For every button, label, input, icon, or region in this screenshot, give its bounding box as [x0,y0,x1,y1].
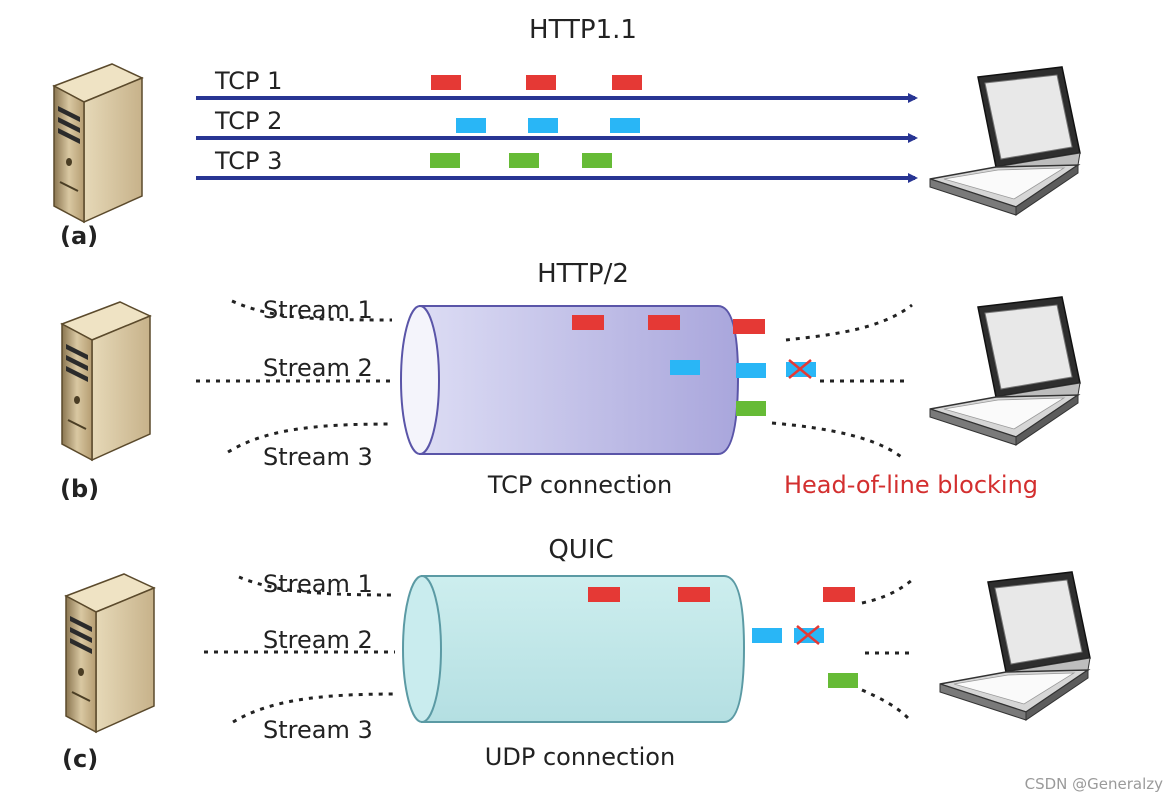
panel-b: HTTP/2 Stream 1 Stream 2 Stream 3 [60,259,1081,503]
udp-stream-packets [588,587,858,688]
stream-paths-left [204,575,396,724]
packet-red [823,587,855,602]
packet-blue [736,363,766,378]
stream-1-label: Stream 1 [263,296,373,324]
packet-blue [456,118,486,133]
packet-blue [528,118,558,133]
panel-c: QUIC Stream 1 Stream 2 Stream 3 [62,535,1091,773]
tcp-1-label: TCP 1 [214,67,282,95]
tcp-packets [430,75,642,168]
packet-red [733,319,765,334]
server-icon [65,573,155,733]
panel-b-title: HTTP/2 [537,259,629,289]
head-of-line-blocking-label: Head-of-line blocking [784,471,1038,499]
tcp-stream-packets [572,315,816,416]
packet-blue [752,628,782,643]
laptop-icon [939,571,1091,721]
tcp-3-label: TCP 3 [214,147,282,175]
stream-2-label: Stream 2 [263,626,373,654]
packet-green [509,153,539,168]
server-icon [53,63,143,223]
packet-blue [670,360,700,375]
packet-red [648,315,680,330]
stream-3-label: Stream 3 [263,716,373,744]
packet-green [736,401,766,416]
packet-blue [610,118,640,133]
stream-paths-right [771,303,913,462]
stream-paths-right [861,578,913,720]
laptop-icon [929,66,1081,216]
tcp-connection-label: TCP connection [487,471,672,499]
stream-1-label: Stream 1 [263,570,373,598]
packet-red [612,75,642,90]
packet-red [572,315,604,330]
packet-red [678,587,710,602]
panel-a-title: HTTP1.1 [529,15,637,45]
stream-2-label: Stream 2 [263,354,373,382]
stream-paths-left [196,299,393,454]
packet-green [582,153,612,168]
udp-connection-label: UDP connection [485,743,675,771]
panel-c-title: QUIC [548,535,613,565]
panel-b-letter: (b) [60,475,99,503]
stream-3-label: Stream 3 [263,443,373,471]
tcp-2-label: TCP 2 [214,107,282,135]
panel-a: HTTP1.1 TCP 1 TCP 2 TCP 3 (a) [53,15,1081,250]
packet-green [430,153,460,168]
panel-c-letter: (c) [62,745,98,773]
laptop-icon [929,296,1081,446]
packet-red [588,587,620,602]
udp-pipe [402,575,746,723]
watermark: CSDN @Generalzy [1025,775,1164,793]
panel-a-letter: (a) [60,222,98,250]
server-icon [61,301,151,461]
packet-green [828,673,858,688]
tcp-lines [196,93,918,183]
packet-red [431,75,461,90]
packet-red [526,75,556,90]
tcp-pipe [400,305,740,455]
